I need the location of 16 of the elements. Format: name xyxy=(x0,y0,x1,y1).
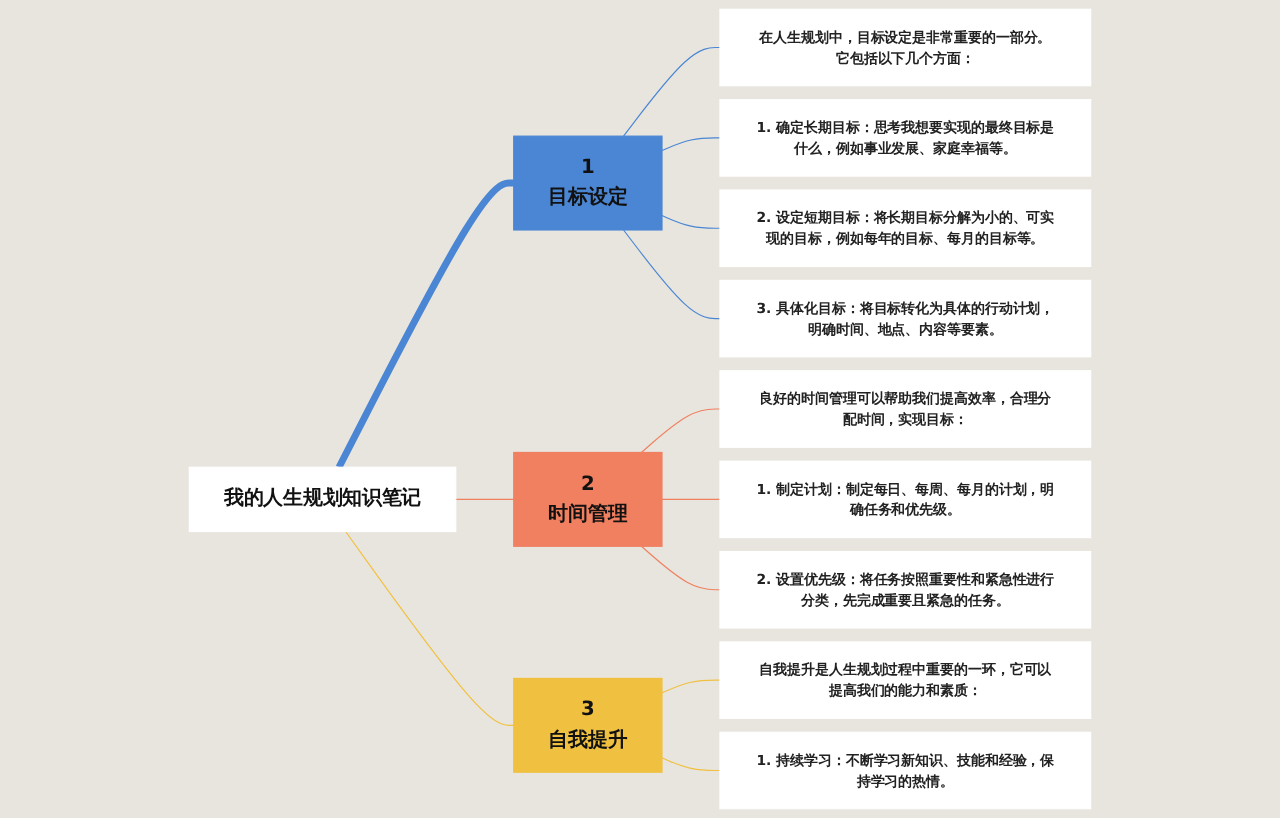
node-box: 我的人生规划知识笔记 xyxy=(188,466,457,533)
connector xyxy=(661,215,721,229)
connector xyxy=(661,498,721,500)
connector xyxy=(335,179,514,469)
connector xyxy=(622,229,721,320)
connector xyxy=(455,498,515,500)
connector xyxy=(640,545,721,591)
connector xyxy=(345,530,515,726)
node-box: 3 自我提升 xyxy=(513,677,663,773)
node-box: 1 目标设定 xyxy=(513,135,663,231)
connector xyxy=(661,137,721,152)
connector xyxy=(640,408,721,454)
connector xyxy=(661,679,721,694)
connector xyxy=(622,46,721,137)
node-box: 2 时间管理 xyxy=(513,451,663,547)
connector xyxy=(661,757,721,772)
